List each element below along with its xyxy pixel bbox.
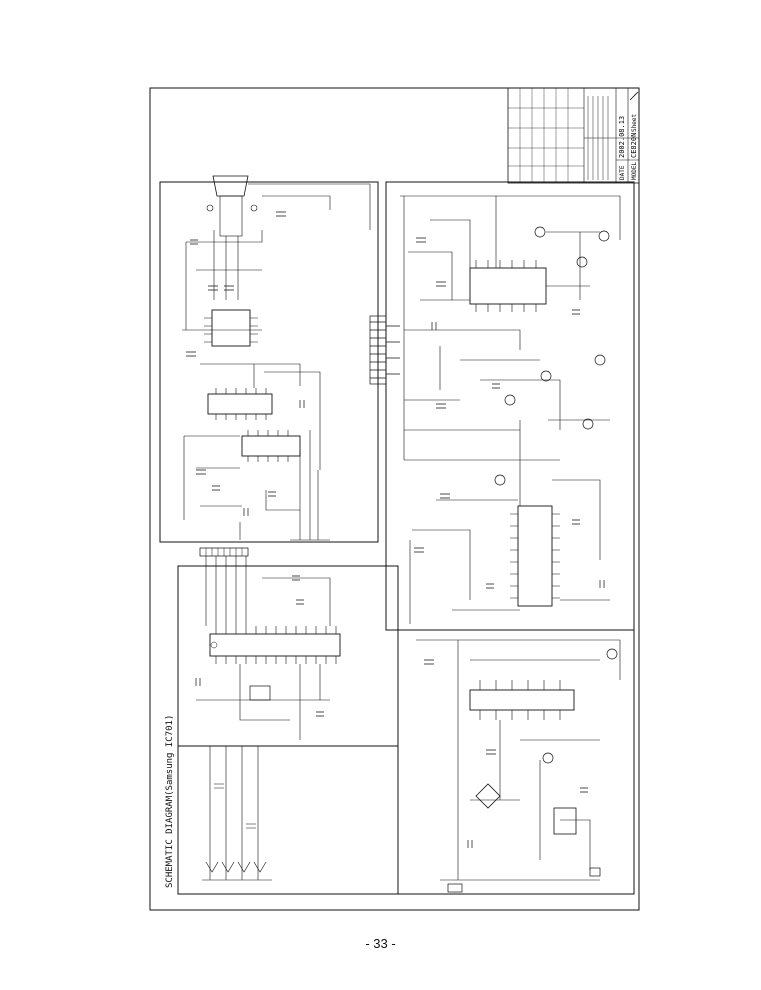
title-model-label: MODEL: [631, 162, 638, 180]
keypad-block: SCHEMATIC DIAGRAM(Samsung IC701): [165, 715, 399, 895]
title-date-label: DATE: [619, 165, 626, 180]
board-connector: [369, 315, 400, 385]
mcu-block: [177, 547, 399, 747]
main-chassis-block: [385, 181, 635, 631]
title-sheet-label: Sheet: [631, 114, 638, 132]
title-block: DATE 2002.08.13 MODEL CE820N Sheet: [507, 87, 640, 184]
title-model-value: CE820N: [630, 133, 638, 158]
drawing-frame: [149, 87, 640, 911]
title-date-value: 2002.08.13: [618, 116, 626, 158]
diagram-title: SCHEMATIC DIAGRAM(Samsung IC701): [165, 715, 175, 888]
power-supply-block: [397, 629, 635, 895]
upper-left-block: [159, 175, 379, 543]
page-number: - 33 -: [365, 936, 396, 951]
